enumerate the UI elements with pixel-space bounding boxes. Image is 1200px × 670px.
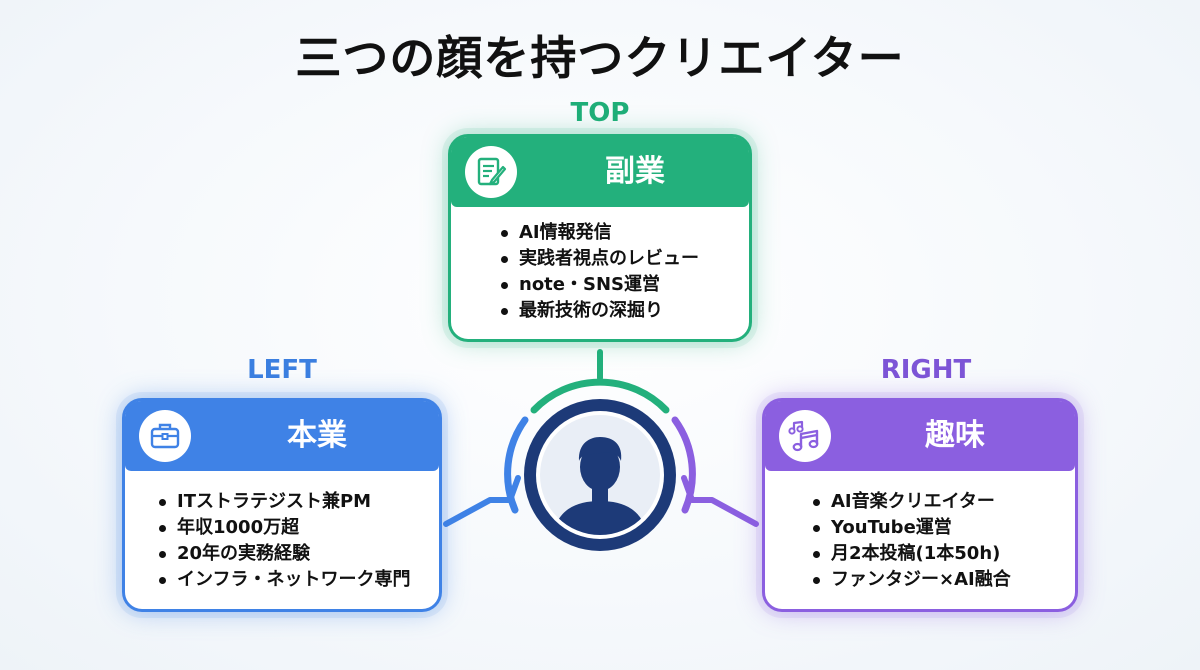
list-item: ITストラテジスト兼PM [155, 489, 410, 515]
card-hobby-header: 趣味 [765, 401, 1075, 471]
music-note-icon [779, 410, 831, 462]
card-side-job: 副業 AI情報発信 実践者視点のレビュー note・SNS運営 最新技術の深掘り [448, 134, 752, 342]
left-connector [443, 475, 521, 527]
list-item: インフラ・ネットワーク専門 [155, 567, 410, 593]
diagram-title: 三つの顔を持つクリエイター [295, 31, 905, 85]
card-main-job-list: ITストラテジスト兼PM 年収1000万超 20年の実務経験 インフラ・ネットワ… [155, 489, 410, 593]
person-avatar-icon [522, 397, 678, 553]
list-item: 20年の実務経験 [155, 541, 410, 567]
list-item: YouTube運営 [809, 515, 1011, 541]
card-side-job-header: 副業 [451, 137, 749, 207]
card-main-job-header: 本業 [125, 401, 439, 471]
document-pen-icon [465, 146, 517, 198]
card-main-job-title: 本業 [287, 418, 347, 453]
list-item: AI情報発信 [497, 220, 699, 246]
list-item: 最新技術の深掘り [497, 298, 699, 324]
card-main-job: 本業 ITストラテジスト兼PM 年収1000万超 20年の実務経験 インフラ・ネ… [122, 398, 442, 612]
card-side-job-list: AI情報発信 実践者視点のレビュー note・SNS運営 最新技術の深掘り [497, 220, 699, 324]
card-side-job-title: 副業 [605, 154, 665, 189]
position-label-top: TOP [570, 98, 630, 128]
list-item: AI音楽クリエイター [809, 489, 1011, 515]
list-item: note・SNS運営 [497, 272, 699, 298]
card-hobby-list: AI音楽クリエイター YouTube運営 月2本投稿(1本50h) ファンタジー… [809, 489, 1011, 593]
card-hobby-title: 趣味 [925, 418, 985, 453]
briefcase-icon [139, 410, 191, 462]
left-arc [504, 416, 529, 514]
list-item: ファンタジー×AI融合 [809, 567, 1011, 593]
position-label-right: RIGHT [880, 355, 972, 385]
list-item: 実践者視点のレビュー [497, 246, 699, 272]
top-arc [530, 378, 670, 414]
list-item: 年収1000万超 [155, 515, 410, 541]
right-arc [671, 416, 696, 514]
position-label-left: LEFT [247, 355, 317, 385]
list-item: 月2本投稿(1本50h) [809, 541, 1011, 567]
card-hobby: 趣味 AI音楽クリエイター YouTube運営 月2本投稿(1本50h) ファン… [762, 398, 1078, 612]
